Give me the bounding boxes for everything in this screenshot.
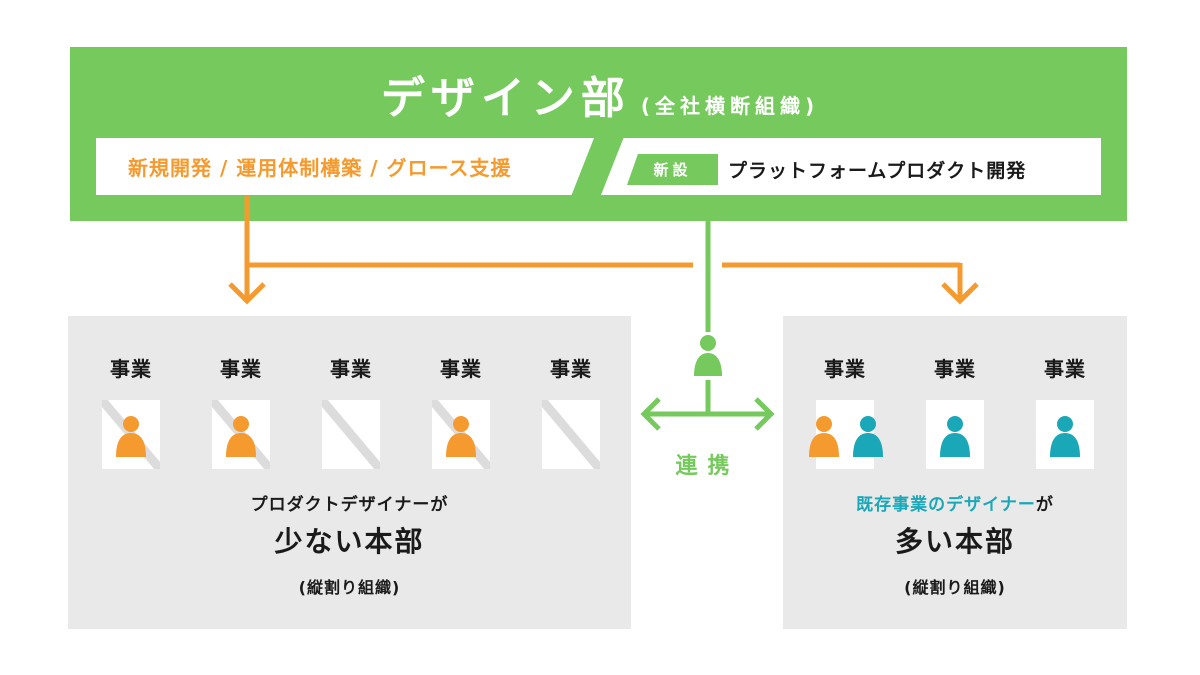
business-label: 事業 xyxy=(110,357,152,381)
business-label: 事業 xyxy=(220,357,262,381)
person-icon xyxy=(226,416,256,457)
business-slot xyxy=(432,400,490,469)
right-division-panel xyxy=(783,316,1127,629)
person-icon xyxy=(694,335,722,376)
right-caption-rest: が xyxy=(1035,495,1054,515)
person-icon xyxy=(116,416,146,457)
left-caption-line2: 少ない本部 xyxy=(274,525,425,558)
person-icon xyxy=(940,416,970,457)
new-badge-label: 新設 xyxy=(653,161,692,179)
right-caption-line2: 多い本部 xyxy=(894,525,1015,558)
arrow-down-icon xyxy=(941,282,979,305)
business-slot xyxy=(102,400,160,469)
right-caption-highlight: 既存事業のデザイナー xyxy=(856,495,1036,515)
person-icon xyxy=(809,416,839,457)
platform-label: プラットフォームプロダクト開発 xyxy=(728,160,1027,182)
business-label: 事業 xyxy=(330,357,372,381)
left-caption-line3: (縦割り組織) xyxy=(298,578,401,597)
double-arrow-icon xyxy=(754,397,775,431)
business-label: 事業 xyxy=(440,357,482,381)
right-caption-line3: (縦割り組織) xyxy=(904,578,1006,597)
person-icon xyxy=(446,416,476,457)
business-label: 事業 xyxy=(1044,357,1086,381)
department-title: デザイン部 (全社横断組織) xyxy=(0,62,1200,126)
person-icon xyxy=(853,416,883,457)
double-arrow-icon xyxy=(640,397,661,431)
business-slot xyxy=(212,400,270,469)
business-slot xyxy=(1036,400,1094,469)
left-division-panel xyxy=(68,316,631,629)
business-label: 事業 xyxy=(550,357,592,381)
business-slot-empty xyxy=(542,400,600,469)
person-icon xyxy=(1050,416,1080,457)
new-badge: 新設 xyxy=(627,154,718,185)
department-name: デザイン部 xyxy=(380,73,631,124)
business-label: 事業 xyxy=(824,357,866,381)
arrow-down-icon xyxy=(228,282,266,305)
department-subtitle: (全社横断組織) xyxy=(640,94,820,118)
business-label: 事業 xyxy=(934,357,976,381)
business-slot xyxy=(809,400,883,469)
services-box: 新規開発 / 運用体制構築 / グロース支援 xyxy=(96,138,594,195)
business-slot xyxy=(926,400,984,469)
right-caption-line1: 既存事業のデザイナーが xyxy=(783,490,1127,515)
cooperation-label: 連携 xyxy=(675,454,740,479)
services-label: 新規開発 / 運用体制構築 / グロース支援 xyxy=(128,156,512,180)
business-slot-empty xyxy=(322,400,380,469)
left-caption-line1: プロダクトデザイナーが xyxy=(250,495,449,515)
